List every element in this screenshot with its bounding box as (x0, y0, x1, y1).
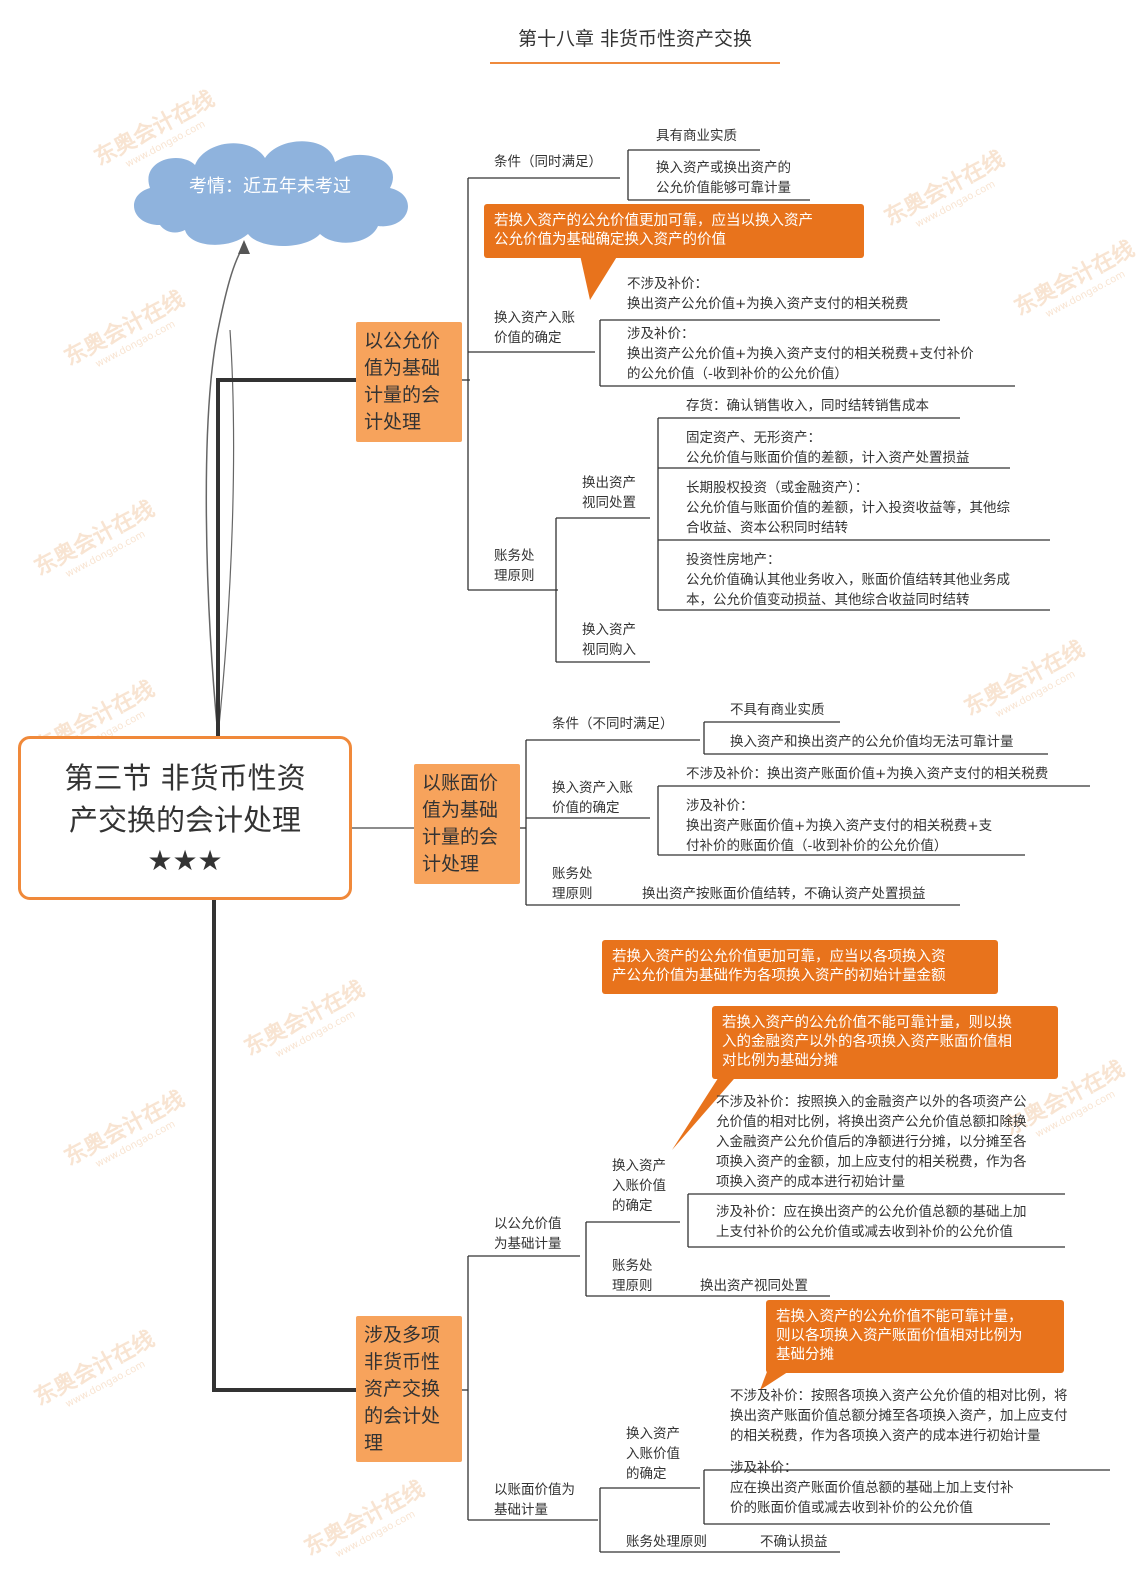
condition-label: 条件（同时满足） (494, 154, 602, 170)
condition-item: 换入资产和换出资产的公允价值均无法可靠计量 (730, 734, 1014, 750)
title-underline (490, 62, 780, 64)
no-supplement-rule: 不涉及补价：换出资产公允价值+为换入资产支付的相关税费 (627, 276, 909, 312)
condition-item: 不具有商业实质 (730, 702, 825, 718)
no-supplement-rule: 不涉及补价：按照各项换入资产公允价值的相对比例，将换出资产账面价值总额分摊至各项… (730, 1388, 1068, 1444)
callout-note: 若换入资产的公允价值不能可靠计量，则以换入的金融资产以外的各项换入资产账面价值相… (712, 1006, 1058, 1079)
disposal-item-inventory: 存货：确认销售收入，同时结转销售成本 (686, 398, 929, 414)
accounting-principle-label: 账务处理原则 (612, 1258, 653, 1294)
callout-note: 若换入资产的公允价值不能可靠计量，则以各项换入资产账面价值相对比例为基础分摊 (766, 1300, 1064, 1373)
supplement-rule: 涉及补价：应在换出资产的公允价值总额的基础上加上支付补价的公允价值或减去收到补价… (716, 1204, 1027, 1240)
deemed-disposal-label: 换出资产视同处置 (582, 475, 636, 511)
value-determination-label: 换入资产入账价值的确定 (494, 310, 575, 346)
exam-status-cloud: 考情：近五年未考过 (189, 176, 351, 197)
book-value-basis-label: 以账面价值为基础计量 (494, 1482, 575, 1518)
callout-note: 若换入资产的公允价值更加可靠，应当以各项换入资产公允价值为基础作为各项换入资产的… (602, 940, 998, 994)
root-title-line2: 产交换的会计处理 (68, 803, 301, 837)
root-topic: 第三节 非货币性资 产交换的会计处理 ★★★ (18, 736, 352, 900)
supplement-rule: 涉及补价：换出资产账面价值+为换入资产支付的相关税费+支付补价的账面价值（-收到… (686, 798, 993, 854)
disposal-item-equity-investment: 长期股权投资（或金融资产）：公允价值与账面价值的差额，计入投资收益等，其他综合收… (686, 480, 1010, 536)
callout-note: 若换入资产的公允价值更加可靠，应当以换入资产公允价值为基础确定换入资产的价值 (484, 204, 864, 258)
accounting-principle-label: 账务处理原则 (552, 866, 593, 902)
value-determination-label: 换入资产入账价值的确定 (612, 1158, 666, 1214)
condition-item: 换入资产或换出资产的公允价值能够可靠计量 (656, 160, 791, 196)
cloud-shape (133, 141, 408, 246)
importance-stars: ★★★ (147, 844, 223, 877)
root-title-line1: 第三节 非货币性资 (64, 761, 306, 795)
value-determination-label: 换入资产入账价值的确定 (626, 1426, 680, 1482)
branch-multiple-assets: 涉及多项非货币性资产交换的会计处理 (356, 1316, 462, 1462)
chapter-title: 第十八章 非货币性资产交换 (517, 28, 753, 50)
accounting-principle-text: 换出资产按账面价值结转，不确认资产处置损益 (642, 886, 926, 902)
value-determination-label: 换入资产入账价值的确定 (552, 780, 633, 816)
no-supplement-rule: 不涉及补价：换出资产账面价值+为换入资产支付的相关税费 (686, 766, 1049, 782)
accounting-principle-text: 不确认损益 (760, 1534, 828, 1550)
supplement-rule: 涉及补价：应在换出资产账面价值总额的基础上加上支付补价的账面价值或减去收到补价的… (730, 1460, 1014, 1516)
branch-fair-value: 以公允价 值为基础 计量的会 计处理 (356, 322, 462, 442)
disposal-item-investment-property: 投资性房地产：公允价值确认其他业务收入，账面价值结转其他业务成本，公允价值变动损… (686, 552, 1010, 608)
fair-value-basis-label: 以公允价值为基础计量 (494, 1216, 562, 1252)
deemed-purchase-label: 换入资产视同购入 (582, 622, 636, 658)
disposal-item-fixed-assets: 固定资产、无形资产：公允价值与账面价值的差额，计入资产处置损益 (686, 430, 970, 466)
accounting-principle-text: 换出资产视同处置 (700, 1278, 808, 1294)
branch-book-value: 以账面价值为基础计量的会计处理 (414, 764, 520, 884)
no-supplement-rule: 不涉及补价：按照换入的金融资产以外的各项资产公允价值的相对比例，将换出资产公允价… (716, 1094, 1027, 1190)
accounting-principle-label: 账务处理原则 (626, 1534, 707, 1550)
supplement-rule: 涉及补价：换出资产公允价值+为换入资产支付的相关税费+支付补价的公允价值（-收到… (627, 326, 974, 382)
condition-item: 具有商业实质 (656, 128, 737, 144)
condition-label: 条件（不同时满足） (552, 716, 674, 732)
accounting-principle-label: 账务处理原则 (494, 548, 535, 584)
